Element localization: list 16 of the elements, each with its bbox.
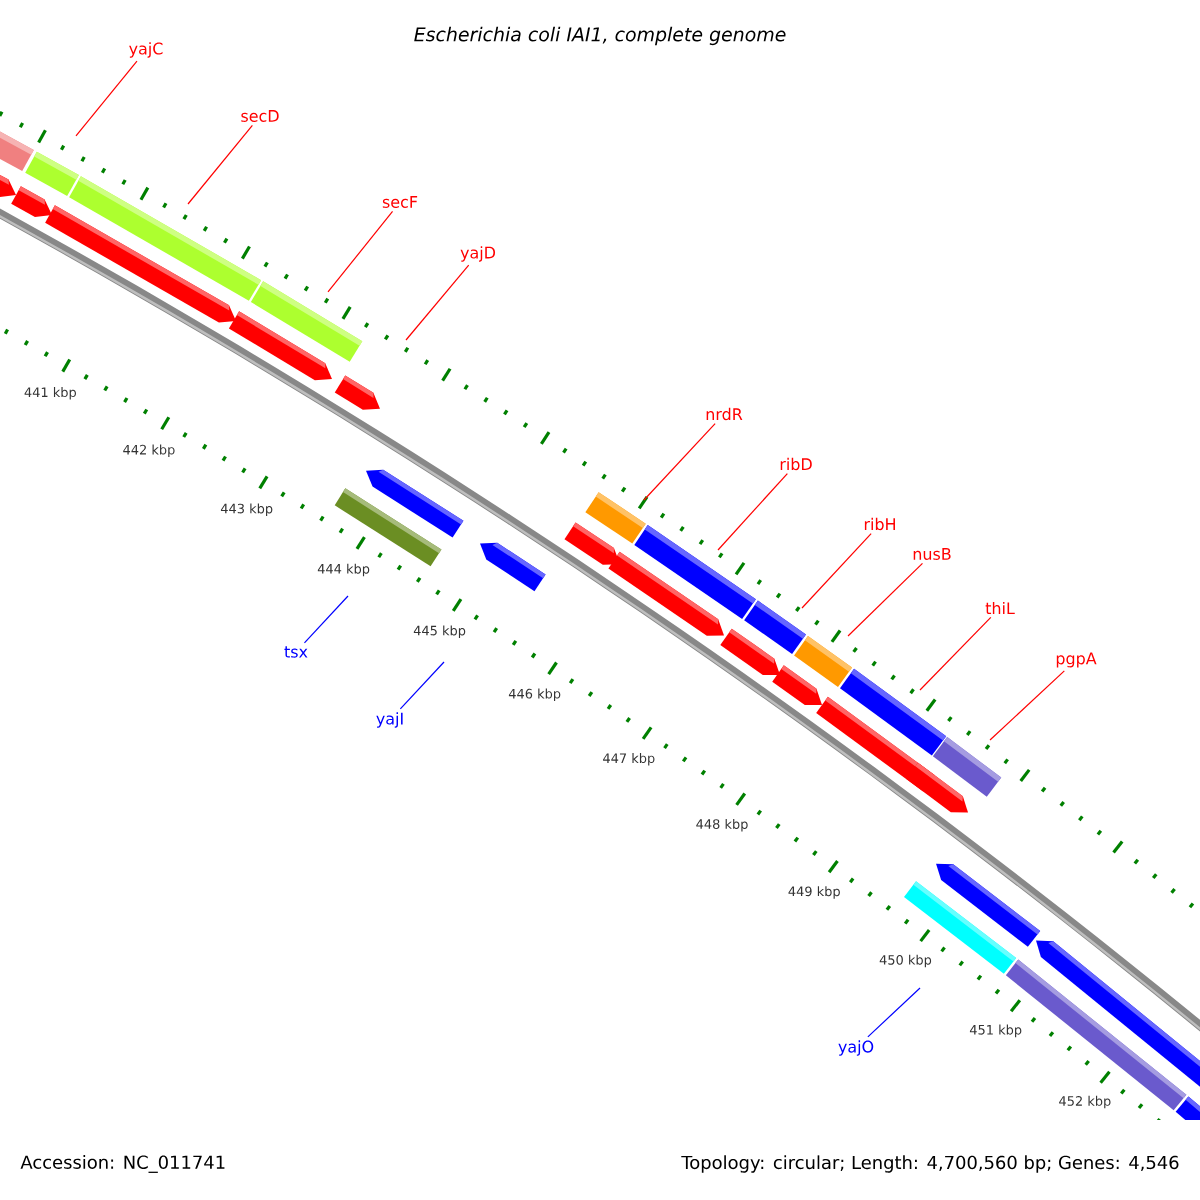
leader-line [405,264,470,341]
leader-line [867,987,921,1038]
leader-line [847,562,924,637]
leader-line [919,616,992,691]
leader-line [643,422,716,501]
leader-line [399,661,445,710]
leader-line [187,124,253,205]
accession-text: Accession: NC_011741 [20,1155,225,1173]
leader-line [801,532,872,609]
leader-line [327,210,394,293]
leader-line [717,472,788,551]
leader-line [75,60,138,137]
title: Escherichia coli IAI1, complete genome [414,26,786,46]
leader-line [303,595,349,644]
genome-info-text: Topology: circular; Length: 4,700,560 bp; Genes: 4,546 [681,1155,1179,1173]
leader-line [989,670,1065,741]
